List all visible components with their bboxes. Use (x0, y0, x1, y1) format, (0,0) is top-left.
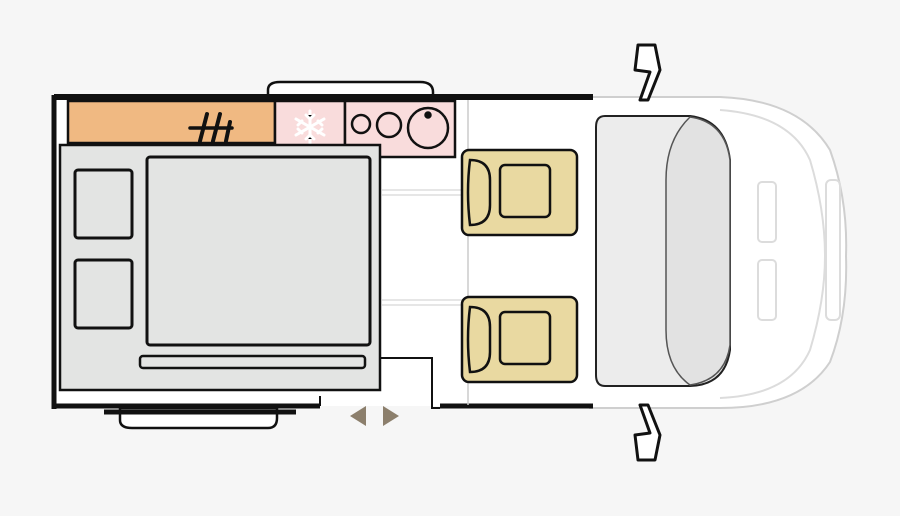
windscreen (665, 116, 731, 386)
snowflake-icon (294, 109, 326, 145)
mirror-icon (633, 403, 662, 462)
window-top (266, 80, 435, 99)
sink-icon (188, 112, 234, 143)
hob-burners-icon (350, 106, 450, 150)
pillow-icon (73, 258, 134, 330)
seat-icon (460, 148, 579, 237)
seat-icon (460, 295, 579, 384)
pillow-icon (73, 168, 134, 240)
mattress (145, 155, 372, 347)
door-step (319, 357, 440, 409)
headlight-bottom (757, 259, 777, 321)
door-arrows-icon[interactable] (350, 406, 399, 426)
headlight-top (757, 181, 777, 243)
kitchen-counter (66, 99, 277, 145)
mirror-icon (633, 43, 662, 102)
bed-bar (138, 354, 367, 370)
floor-rails (382, 189, 462, 306)
grille (825, 179, 841, 321)
